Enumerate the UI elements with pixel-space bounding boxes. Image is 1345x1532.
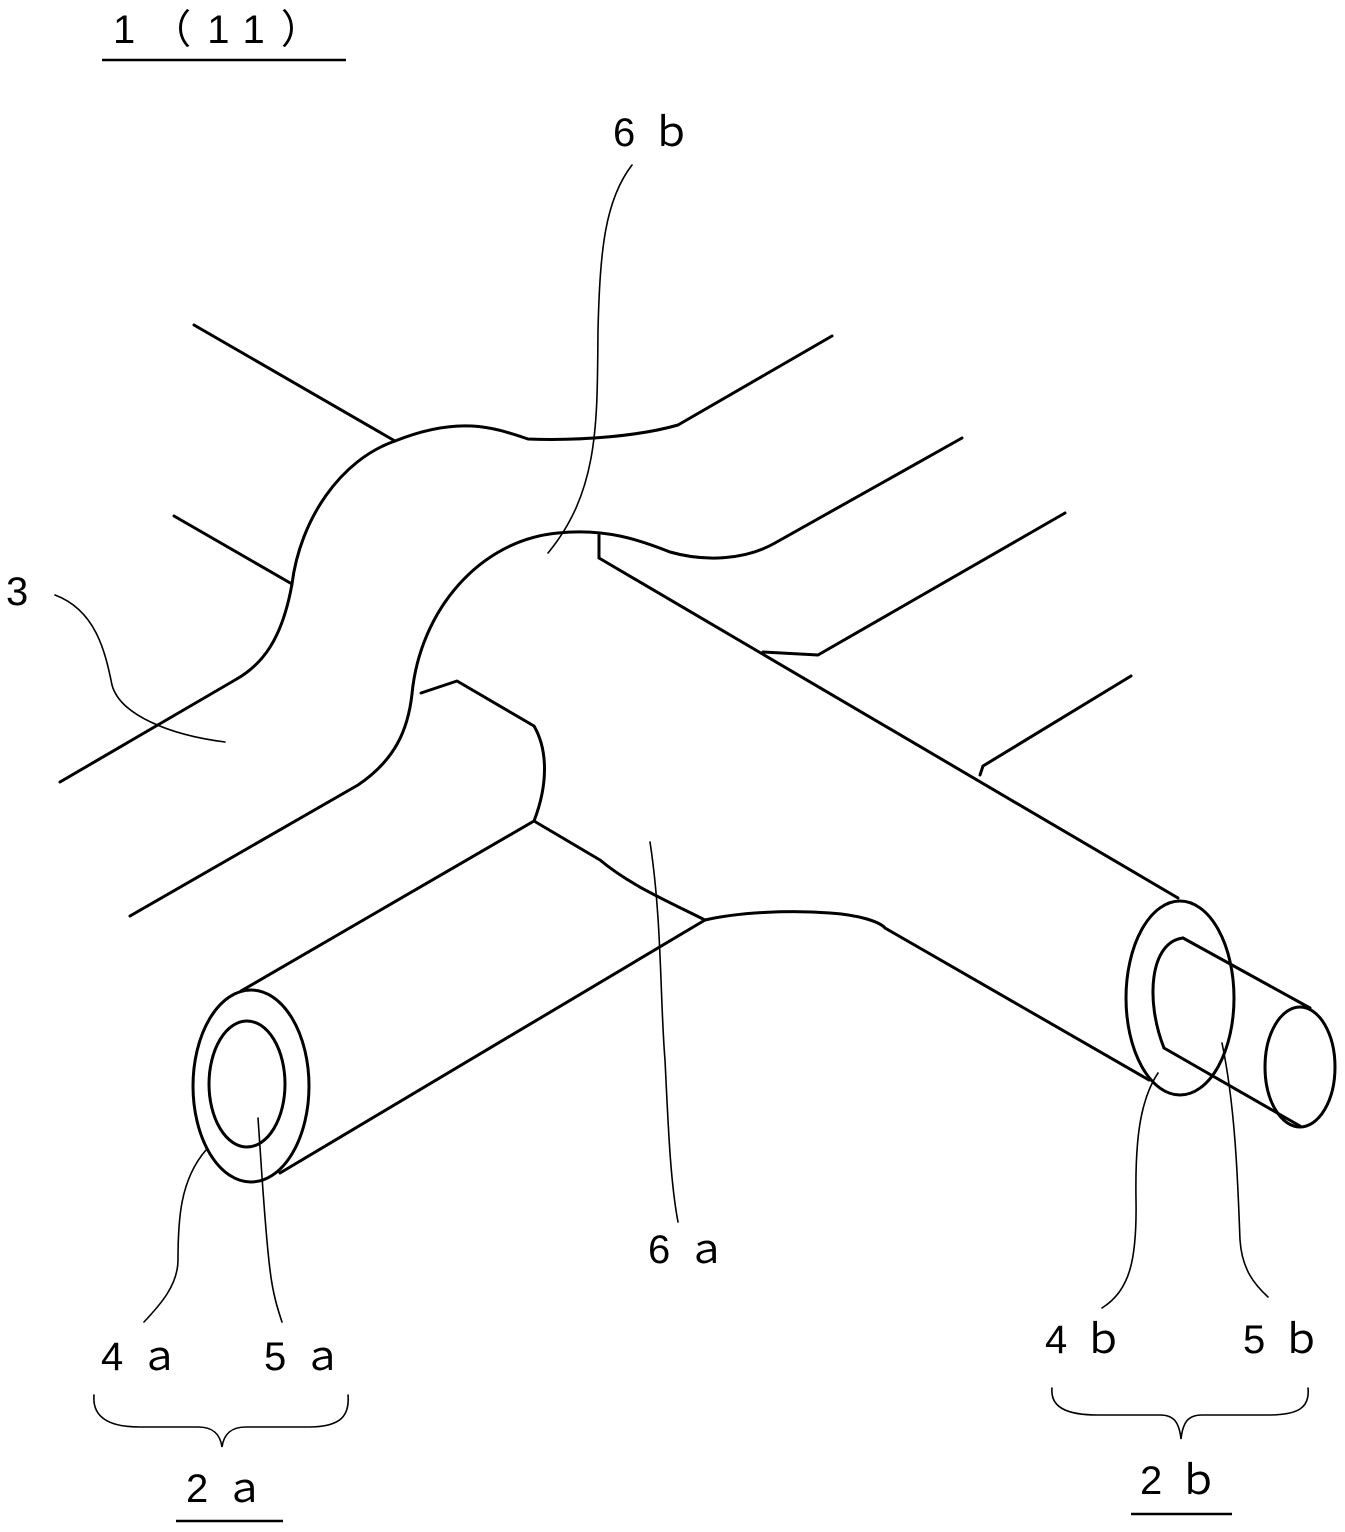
label-5b: 5ｂ <box>1243 1318 1337 1362</box>
label-2b: 2ｂ <box>1140 1459 1234 1503</box>
label-5a: 5ａ <box>264 1335 358 1379</box>
conductor-5b <box>1263 1005 1337 1129</box>
label-4a: 4ａ <box>101 1335 195 1379</box>
branch-body-3 <box>58 323 1180 918</box>
sheath-4a <box>191 988 311 1184</box>
tube-6a <box>239 819 1151 1175</box>
label-4b: 4ｂ <box>1045 1318 1139 1362</box>
conductor-5a <box>207 1019 287 1149</box>
figure-number-label: 1（11） <box>113 8 337 52</box>
label-3: 3 <box>6 570 44 614</box>
sheath-4b <box>1124 899 1236 1097</box>
leader-lines <box>54 164 1269 1323</box>
cable-end-2a <box>191 988 311 1184</box>
brace-2a <box>93 1394 349 1448</box>
cable-end-2b <box>1124 899 1337 1129</box>
label-6a: 6ａ <box>648 1228 742 1272</box>
label-6b: 6ｂ <box>613 111 707 155</box>
label-2a: 2ａ <box>186 1467 280 1511</box>
brace-2b <box>1051 1387 1309 1440</box>
